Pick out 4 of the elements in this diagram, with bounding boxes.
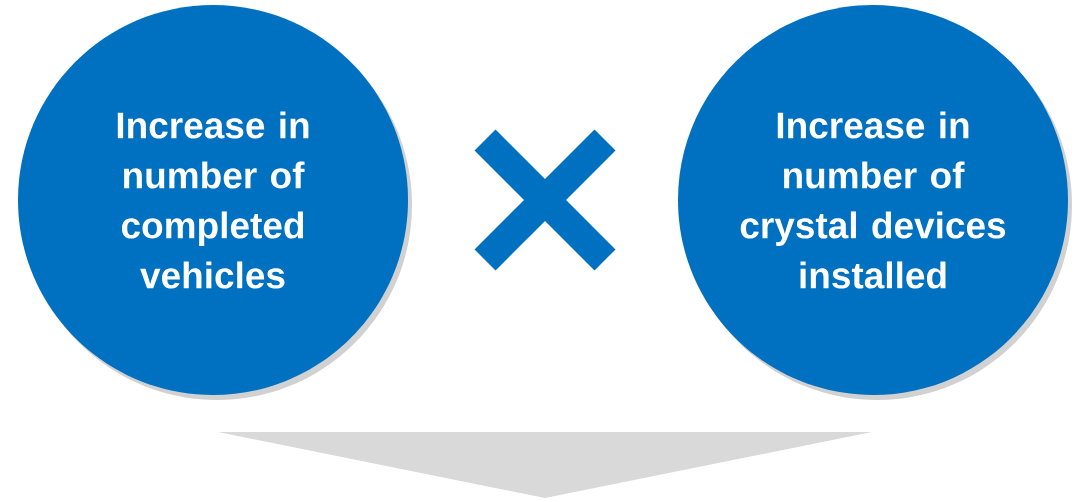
circle-node: Increase in number of completed vehicles <box>18 5 408 395</box>
down-triangle <box>218 432 872 498</box>
multiply-sign <box>474 129 616 271</box>
circle-node: Increase in number of crystal devices installed <box>678 5 1068 395</box>
